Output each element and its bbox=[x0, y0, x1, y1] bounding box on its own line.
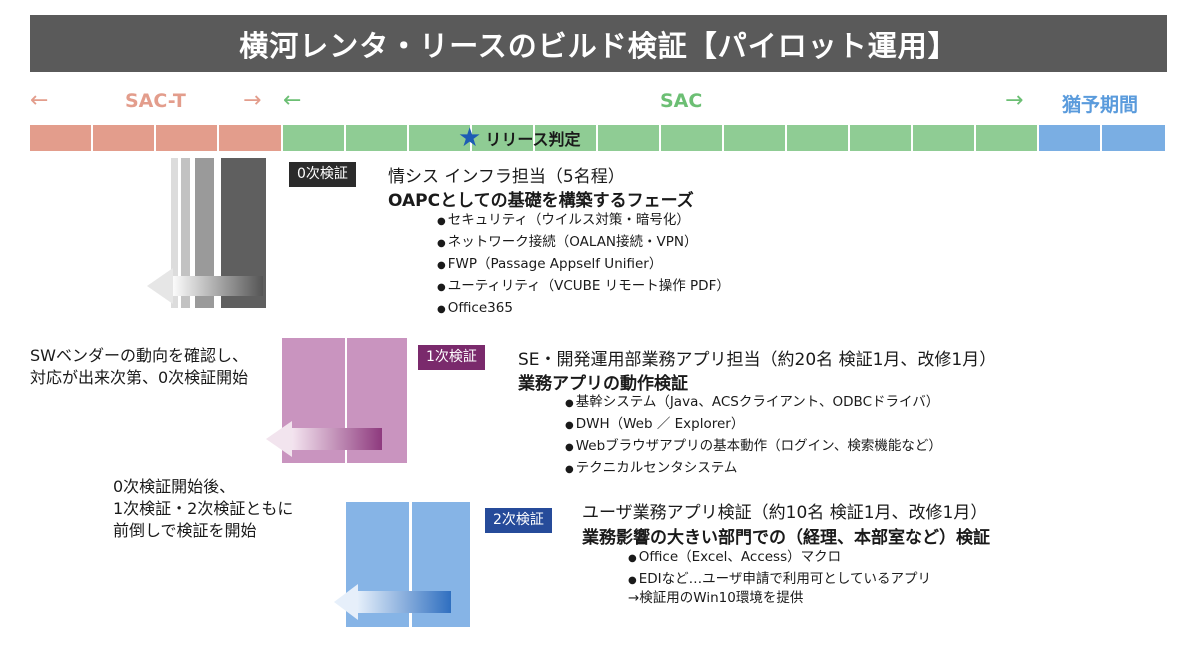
timeline-cell bbox=[535, 125, 598, 151]
stage0-heading: 情シス インフラ担当（5名程） bbox=[388, 167, 625, 187]
note-line: 1次検証・2次検証ともに bbox=[113, 499, 294, 518]
arrow-right-icon: → bbox=[1005, 88, 1024, 113]
stage0-subheading: OAPCとしての基礎を構築するフェーズ bbox=[388, 191, 694, 211]
phase-sac-label: SAC bbox=[660, 90, 703, 112]
stage2-note: →検証用のWin10環境を提供 bbox=[628, 590, 804, 606]
timeline-cell bbox=[724, 125, 787, 151]
stage2-list: Office（Excel、Access）マクロ EDIなど…ユーザ申請で利用可と… bbox=[628, 547, 931, 591]
timeline-cell bbox=[93, 125, 156, 151]
milestone-label: リリース判定 bbox=[485, 130, 581, 149]
side-note-2: 0次検証開始後、 1次検証・2次検証ともに 前倒しで検証を開始 bbox=[113, 476, 293, 542]
phase-sac-t-label: SAC-T bbox=[125, 90, 186, 112]
stage2-graphic bbox=[334, 502, 470, 627]
note-line: 対応が出来次第、0次検証開始 bbox=[30, 368, 249, 387]
phase-grace-label: 猶予期間 bbox=[1062, 94, 1139, 116]
timeline-cell bbox=[219, 125, 283, 151]
release-milestone: ★ リリース判定 bbox=[458, 124, 581, 152]
timeline-cell bbox=[787, 125, 850, 151]
stage2-tag: 2次検証 bbox=[485, 508, 552, 533]
timeline-cell bbox=[976, 125, 1039, 151]
timeline-cell bbox=[1039, 125, 1102, 151]
stage1-heading: SE・開発運用部業務アプリ担当（約20名 検証1月、改修1月） bbox=[518, 350, 997, 370]
arrow-left-icon: ← bbox=[283, 88, 302, 113]
list-item: セキュリティ（ウイルス対策・暗号化） bbox=[437, 210, 730, 232]
list-item: DWH（Web ／ Explorer） bbox=[565, 414, 942, 436]
list-item: ネットワーク接続（OALAN接続・VPN） bbox=[437, 232, 730, 254]
timeline-cell bbox=[346, 125, 409, 151]
timeline-cell bbox=[913, 125, 976, 151]
list-item: 基幹システム（Java、ACSクライアント、ODBCドライバ） bbox=[565, 392, 942, 414]
list-item: FWP（Passage Appself Unifier） bbox=[437, 254, 730, 276]
stage1-graphic bbox=[266, 338, 407, 463]
list-item: ユーティリティ（VCUBE リモート操作 PDF） bbox=[437, 276, 730, 298]
timeline-cell bbox=[30, 125, 93, 151]
list-item: テクニカルセンタシステム bbox=[565, 458, 942, 480]
timeline-bar bbox=[30, 125, 1167, 151]
note-line: SWベンダーの動向を確認し、 bbox=[30, 346, 248, 365]
timeline-cell bbox=[661, 125, 724, 151]
side-note-1: SWベンダーの動向を確認し、 対応が出来次第、0次検証開始 bbox=[30, 345, 248, 389]
list-item: Webブラウザアプリの基本動作（ログイン、検索機能など） bbox=[565, 436, 942, 458]
timeline-cell bbox=[409, 125, 472, 151]
timeline-cell bbox=[472, 125, 535, 151]
timeline-cell bbox=[156, 125, 219, 151]
page-title: 横河レンタ・リースのビルド検証【パイロット運用】 bbox=[239, 28, 958, 63]
list-item: EDIなど…ユーザ申請で利用可としているアプリ bbox=[628, 569, 931, 591]
note-line: 前倒しで検証を開始 bbox=[113, 521, 257, 540]
list-item: Office（Excel、Access）マクロ bbox=[628, 547, 931, 569]
stage0-graphic bbox=[147, 158, 266, 308]
timeline-cell bbox=[1102, 125, 1165, 151]
stage0-tag: 0次検証 bbox=[289, 162, 356, 187]
star-icon: ★ bbox=[458, 123, 482, 153]
stage1-subheading: 業務アプリの動作検証 bbox=[518, 374, 688, 394]
stage0-list: セキュリティ（ウイルス対策・暗号化） ネットワーク接続（OALAN接続・VPN）… bbox=[437, 210, 730, 320]
arrow-left-icon: ← bbox=[30, 88, 49, 113]
arrow-right-icon: → bbox=[243, 88, 262, 113]
timeline-cell bbox=[283, 125, 346, 151]
stage1-list: 基幹システム（Java、ACSクライアント、ODBCドライバ） DWH（Web … bbox=[565, 392, 942, 480]
note-line: 0次検証開始後、 bbox=[113, 477, 236, 496]
timeline-cell bbox=[850, 125, 913, 151]
stage2-subheading: 業務影響の大きい部門での（経理、本部室など）検証 bbox=[582, 528, 990, 548]
timeline-cell bbox=[598, 125, 661, 151]
title-banner: 横河レンタ・リースのビルド検証【パイロット運用】 bbox=[30, 15, 1167, 72]
list-item: Office365 bbox=[437, 298, 730, 320]
stage1-tag: 1次検証 bbox=[418, 345, 485, 370]
stage2-heading: ユーザ業務アプリ検証（約10名 検証1月、改修1月） bbox=[582, 503, 988, 523]
